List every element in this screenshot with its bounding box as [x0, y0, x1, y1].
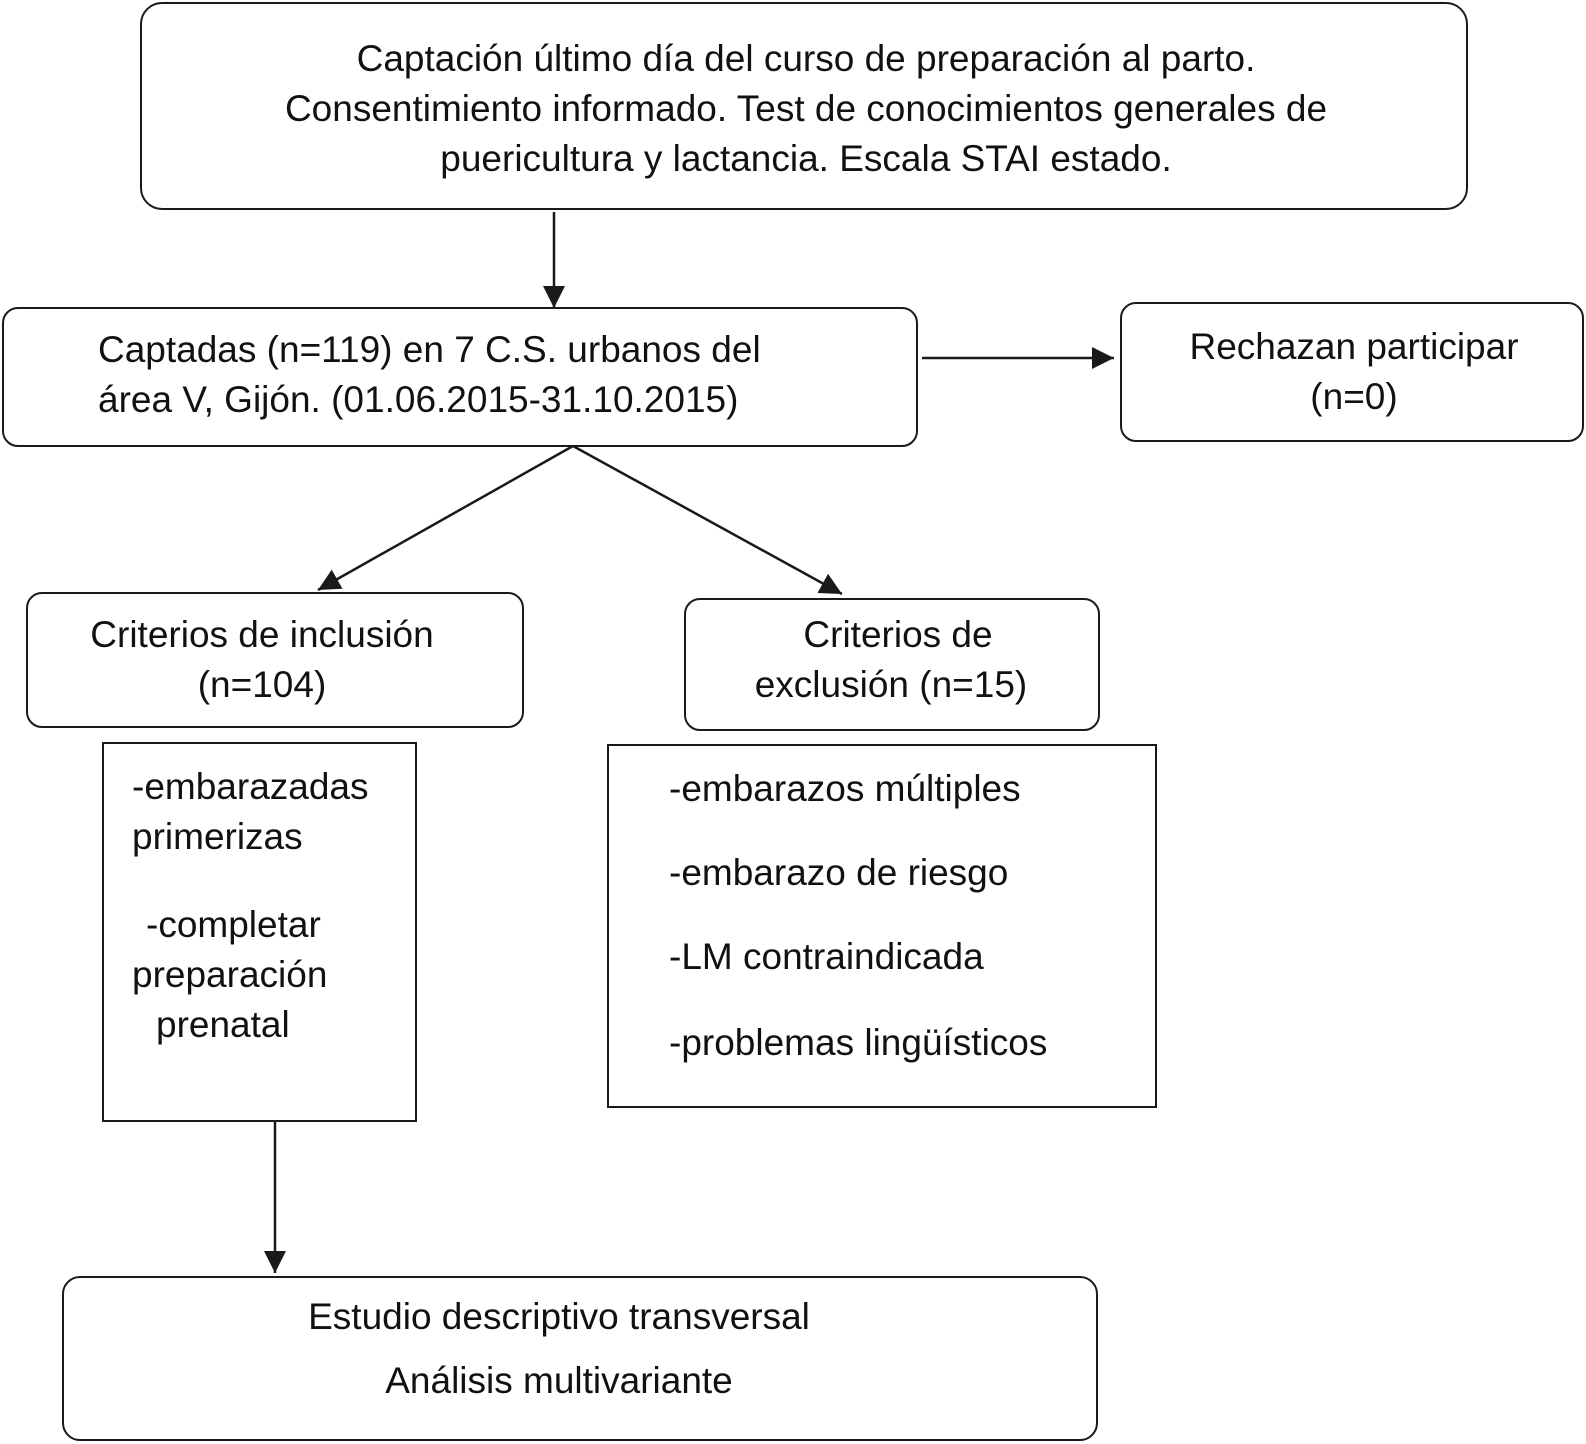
- recruitment-line-3: puericultura y lactancia. Escala STAI es…: [440, 138, 1172, 179]
- inclusion-item: prenatal: [156, 1004, 290, 1045]
- captured-box: Captadas (n=119) en 7 C.S. urbanos del á…: [2, 307, 918, 447]
- exclusion-line-2: exclusión (n=15): [754, 664, 1028, 705]
- captured-line-2: área V, Gijón. (01.06.2015-31.10.2015): [98, 379, 739, 420]
- exclusion-item: -embarazos múltiples: [669, 768, 1021, 809]
- exclusion-items-box: -embarazos múltiples -embarazo de riesgo…: [607, 744, 1157, 1108]
- recruitment-line-2: Consentimiento informado. Test de conoci…: [284, 88, 1328, 129]
- study-line-1: Estudio descriptivo transversal: [308, 1296, 810, 1337]
- exclusion-item: -embarazo de riesgo: [669, 852, 1009, 893]
- refused-line-2: (n=0): [1310, 376, 1398, 417]
- study-line-2: Análisis multivariante: [385, 1360, 733, 1401]
- inclusion-item: -embarazadas: [132, 766, 369, 807]
- exclusion-line-1: Criterios de: [803, 614, 993, 655]
- recruitment-box: Captación último día del curso de prepar…: [140, 2, 1468, 210]
- refused-line-1: Rechazan participar: [1189, 326, 1519, 367]
- arrow-captured-to-exclusion: [572, 444, 843, 596]
- exclusion-item: -LM contraindicada: [669, 936, 984, 977]
- inclusion-line-2: (n=104): [197, 664, 327, 705]
- inclusion-item: primerizas: [132, 816, 303, 857]
- inclusion-box: Criterios de inclusión (n=104): [26, 592, 524, 728]
- arrow-captured-to-inclusion: [317, 444, 574, 592]
- inclusion-line-1: Criterios de inclusión: [90, 614, 434, 655]
- inclusion-items-box: -embarazadas primerizas -completar prepa…: [102, 742, 417, 1122]
- study-box: Estudio descriptivo transversal Análisis…: [62, 1276, 1098, 1441]
- exclusion-item: -problemas lingüísticos: [669, 1022, 1048, 1063]
- captured-line-1: Captadas (n=119) en 7 C.S. urbanos del: [98, 329, 761, 370]
- exclusion-box: Criterios de exclusión (n=15): [684, 598, 1100, 731]
- inclusion-item: preparación: [132, 954, 328, 995]
- refused-box: Rechazan participar (n=0): [1120, 302, 1584, 442]
- recruitment-line-1: Captación último día del curso de prepar…: [356, 38, 1256, 79]
- inclusion-item: -completar: [146, 904, 321, 945]
